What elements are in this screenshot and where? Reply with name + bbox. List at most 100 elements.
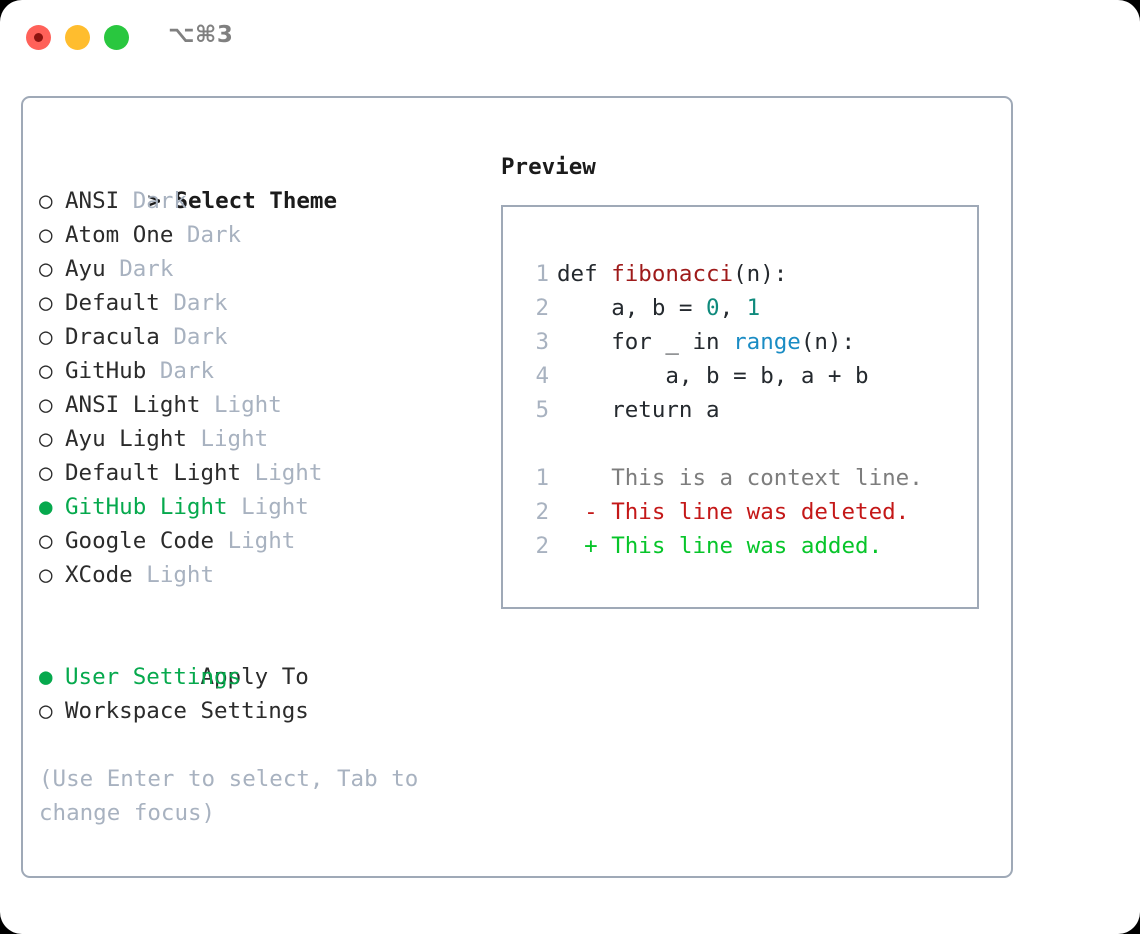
- radio-unselected-icon: ○: [39, 290, 53, 316]
- code-token-plain: (n):: [800, 329, 856, 355]
- code-token-plain: ,: [719, 295, 747, 321]
- zoom-button[interactable]: [104, 25, 129, 50]
- theme-option-ansi-light[interactable]: ○ ANSI Light Light: [39, 388, 479, 422]
- code-token-fn: fibonacci: [611, 261, 734, 287]
- radio-unselected-icon: ○: [39, 188, 53, 214]
- theme-variant-tag: Light: [241, 494, 309, 520]
- window-controls: [26, 25, 129, 50]
- theme-option-github[interactable]: ○GitHub Dark: [39, 354, 479, 388]
- theme-variant-tag: Dark: [186, 222, 242, 248]
- theme-list: ○ANSI Dark○Atom One Dark○Ayu Dark○Defaul…: [39, 184, 479, 592]
- theme-variant-tag: Dark: [132, 188, 187, 214]
- theme-option-ayu[interactable]: ○Ayu Dark: [39, 252, 479, 286]
- theme-option-label: Default Light: [65, 460, 242, 486]
- theme-option-xcode[interactable]: ○XCode Light: [39, 558, 479, 592]
- theme-option-label: ANSI Light: [65, 392, 201, 418]
- diff-sign: [584, 465, 611, 491]
- code-token-plain: a, b =: [611, 295, 707, 321]
- radio-unselected-icon: ○: [39, 460, 53, 486]
- apply-to-option-label: Workspace Settings: [65, 698, 309, 724]
- code-spacer: [523, 427, 977, 461]
- theme-option-google-code[interactable]: ○Google Code Light: [39, 524, 479, 558]
- theme-option-github-light[interactable]: ●GitHub Light Light: [39, 490, 479, 524]
- apply-to-option-user-settings[interactable]: ●User Settings: [39, 660, 479, 694]
- main-panel: > Select Theme ○ANSI Dark○Atom One Dark○…: [21, 96, 1013, 878]
- diff-sign: +: [584, 533, 612, 559]
- theme-option-ayu-light[interactable]: ○Ayu Light Light: [39, 422, 479, 456]
- radio-unselected-icon: ○: [39, 392, 53, 418]
- apply-to-list: ●User Settings ○ Workspace Settings: [39, 660, 479, 728]
- code-token-plain: for _ in: [611, 329, 734, 355]
- theme-option-gap: [160, 324, 174, 350]
- apply-to-option-workspace-settings[interactable]: ○ Workspace Settings: [39, 694, 479, 728]
- diff-text: This is a context line.: [611, 465, 923, 491]
- code-token-num: 1: [746, 295, 761, 321]
- theme-option-gap: [160, 290, 174, 316]
- theme-option-label: Google Code: [65, 528, 215, 554]
- theme-option-label: Default: [65, 290, 160, 316]
- preview-heading: Preview: [501, 154, 596, 180]
- line-number: 2: [535, 499, 549, 525]
- theme-option-label: Ayu Light: [65, 426, 187, 452]
- theme-variant-tag: Light: [254, 460, 323, 486]
- theme-option-ansi[interactable]: ○ ANSI Dark: [39, 184, 479, 218]
- theme-variant-tag: Light: [227, 528, 296, 554]
- theme-option-gap: [133, 562, 147, 588]
- apply-to-heading-label: Apply To: [200, 664, 309, 690]
- diff-text: This line was deleted.: [611, 499, 910, 525]
- theme-variant-tag: Light: [146, 562, 215, 588]
- line-number: 2: [535, 533, 549, 559]
- apply-to-option-label: User Settings: [65, 664, 242, 690]
- theme-option-default[interactable]: ○Default Dark: [39, 286, 479, 320]
- theme-option-default-light[interactable]: ○ Default Light Light: [39, 456, 479, 490]
- radio-unselected-icon: ○: [39, 698, 53, 724]
- theme-option-gap: [146, 358, 160, 384]
- radio-unselected-icon: ○: [39, 426, 53, 452]
- code-token-plain: def: [557, 261, 612, 287]
- diff-gutter-pad: [557, 499, 584, 525]
- theme-variant-tag: Dark: [173, 324, 228, 350]
- select-theme-heading-label: Select Theme: [174, 188, 338, 214]
- line-number: 1: [535, 465, 549, 491]
- radio-selected-icon: ●: [39, 494, 53, 520]
- line-number: 1: [535, 261, 549, 287]
- code-indent: [557, 295, 611, 321]
- line-number: 4: [535, 363, 549, 389]
- code-indent: [557, 363, 665, 389]
- minimize-button[interactable]: [65, 25, 90, 50]
- code-token-num: 0: [706, 295, 720, 321]
- theme-picker-column: > Select Theme ○ANSI Dark○Atom One Dark○…: [39, 150, 479, 830]
- code-token-plain: a, b = b, a + b: [665, 363, 869, 389]
- line-number: 5: [535, 397, 549, 423]
- theme-option-gap: [241, 460, 255, 486]
- theme-option-gap: [106, 256, 120, 282]
- theme-option-label: GitHub: [65, 358, 147, 384]
- apply-to-group: Apply To ●User Settings ○ Workspace Settin…: [39, 626, 479, 728]
- theme-option-dracula[interactable]: ○Dracula Dark: [39, 320, 479, 354]
- theme-option-atom-one[interactable]: ○Atom One Dark: [39, 218, 479, 252]
- diff-line-context: 1 This is a context line.: [523, 461, 977, 495]
- diff-line-added: 2 + This line was added.: [523, 529, 977, 563]
- theme-option-gap: [228, 494, 242, 520]
- theme-option-gap: [119, 188, 133, 214]
- radio-unselected-icon: ○: [39, 324, 53, 350]
- select-theme-heading: > Select Theme: [39, 150, 479, 214]
- diff-gutter-pad: [557, 465, 584, 491]
- close-button[interactable]: [26, 25, 51, 50]
- diff-sign: -: [584, 499, 612, 525]
- theme-variant-tag: Light: [214, 392, 282, 418]
- diff-sample: 1 This is a context line.2 - This line w…: [523, 461, 977, 563]
- theme-option-label: ANSI: [65, 188, 120, 214]
- keyboard-shortcut-label: ⌥⌘3: [168, 22, 234, 48]
- code-token-plain: (n):: [733, 261, 788, 287]
- radio-unselected-icon: ○: [39, 222, 53, 248]
- diff-line-deleted: 2 - This line was deleted.: [523, 495, 977, 529]
- code-line: 3 for _ in range(n):: [523, 325, 977, 359]
- line-number: 3: [535, 329, 549, 355]
- code-line: 5 return a: [523, 393, 977, 427]
- theme-option-gap: [187, 426, 201, 452]
